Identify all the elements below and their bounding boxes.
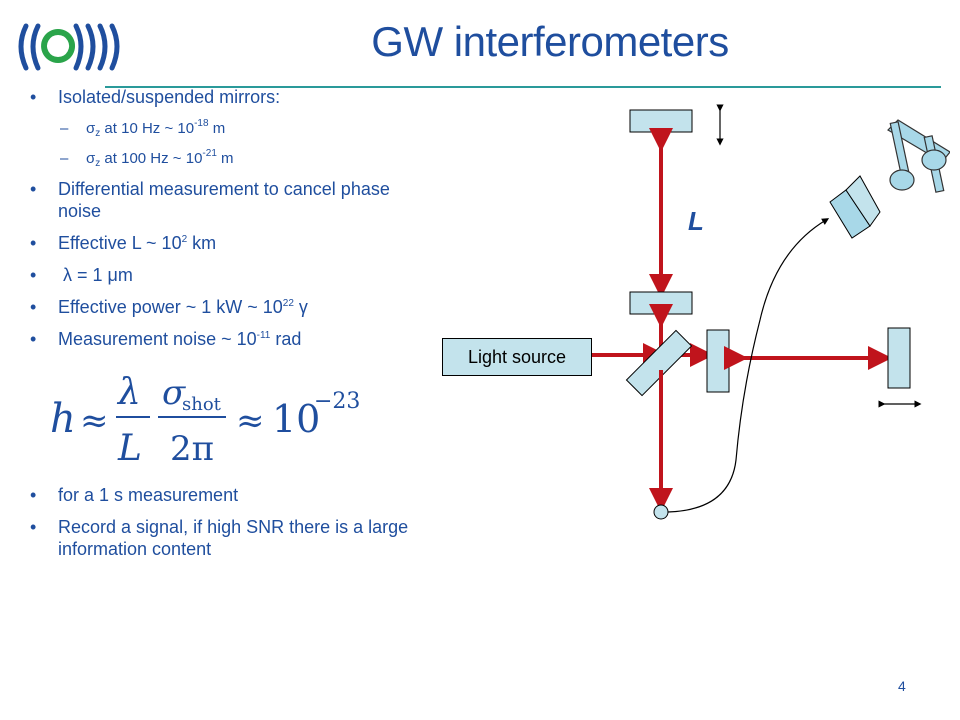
bullet-item: λ = 1 μm (30, 264, 410, 286)
unit: m (216, 150, 234, 167)
title-divider (105, 86, 941, 88)
bullet-item: for a 1 s measurement (30, 484, 410, 506)
formula-lambda: λ (116, 372, 141, 413)
music-note-icon (887, 119, 950, 193)
sigma-symbol: σ (86, 150, 96, 167)
exponent: 2 (181, 234, 188, 245)
end-mirror-east (887, 327, 911, 389)
formula-h: h (50, 396, 76, 442)
photodetector (653, 504, 669, 520)
sub-bullet-text: at 10 Hz ~ 10 (100, 120, 195, 137)
bullet-text: Effective L ~ 10 (58, 233, 182, 253)
bullet-text: Record a signal, if high SNR there is a … (58, 517, 409, 559)
exponent: -18 (194, 118, 209, 129)
beam-splitter (625, 329, 693, 397)
interferometer-diagram: L (590, 104, 950, 520)
formula-L: L (117, 428, 142, 469)
unit: km (187, 233, 217, 253)
exponent: -21 (202, 148, 217, 159)
slide-title: GW interferometers (371, 18, 729, 65)
bullet-text: for a 1 s measurement (58, 485, 239, 505)
bullet-text: Effective power ~ 1 kW ~ 10 (58, 297, 283, 317)
light-source-label: Light source (467, 346, 567, 367)
sigma-symbol: σ (86, 120, 96, 137)
bullet-text: Differential measurement to cancel phase… (58, 179, 390, 221)
formula-ten: 10 (272, 397, 320, 441)
bullet-text: Isolated/suspended mirrors: (58, 87, 281, 107)
subscript: z (95, 158, 101, 169)
light-source-box: Light source (442, 338, 592, 376)
input-mirror-east (706, 329, 730, 393)
bullet-item: Effective L ~ 102 km (30, 232, 410, 254)
sub-bullet-item: σz at 100 Hz ~ 10-21 m (30, 148, 410, 170)
bullet-list-lower: for a 1 s measurement Record a signal, i… (30, 484, 410, 570)
bullet-item: Record a signal, if high SNR there is a … (30, 516, 410, 560)
sub-bullet-item: σz at 10 Hz ~ 10-18 m (30, 118, 410, 140)
bullet-item: Measurement noise ~ 10-11 rad (30, 328, 410, 350)
bullet-item: Differential measurement to cancel phase… (30, 178, 410, 222)
bullet-list: Isolated/suspended mirrors: σz at 10 Hz … (30, 86, 410, 360)
unit: m (208, 120, 226, 137)
strain-formula: h ≈ λ L σ shot 2π ≈ 10 −23 (50, 372, 360, 469)
ego-virgo-logo (18, 23, 120, 71)
formula-exponent: −23 (314, 389, 360, 414)
arm-length-label: L (688, 206, 704, 236)
formula-shot: shot (182, 394, 222, 415)
end-mirror-north (629, 109, 693, 133)
formula-sigma: σ (162, 373, 186, 413)
speaker-icon (829, 175, 881, 239)
formula-approx-2: ≈ (236, 401, 265, 441)
exponent: 22 (282, 298, 294, 309)
bullet-text: λ = 1 μm (63, 265, 133, 285)
exponent: -11 (256, 330, 271, 341)
sub-bullet-text: at 100 Hz ~ 10 (100, 150, 203, 167)
formula-approx-1: ≈ (80, 401, 109, 441)
input-mirror-north (629, 291, 693, 315)
signal-cable (667, 218, 830, 513)
page-number: 4 (898, 678, 906, 694)
bullet-text: Measurement noise ~ 10 (58, 329, 257, 349)
bullet-item: Isolated/suspended mirrors: (30, 86, 410, 108)
unit: γ (293, 297, 308, 317)
formula-two-pi: 2π (170, 429, 214, 469)
unit: rad (270, 329, 302, 349)
subscript: z (95, 128, 101, 139)
bullet-item: Effective power ~ 1 kW ~ 1022 γ (30, 296, 410, 318)
